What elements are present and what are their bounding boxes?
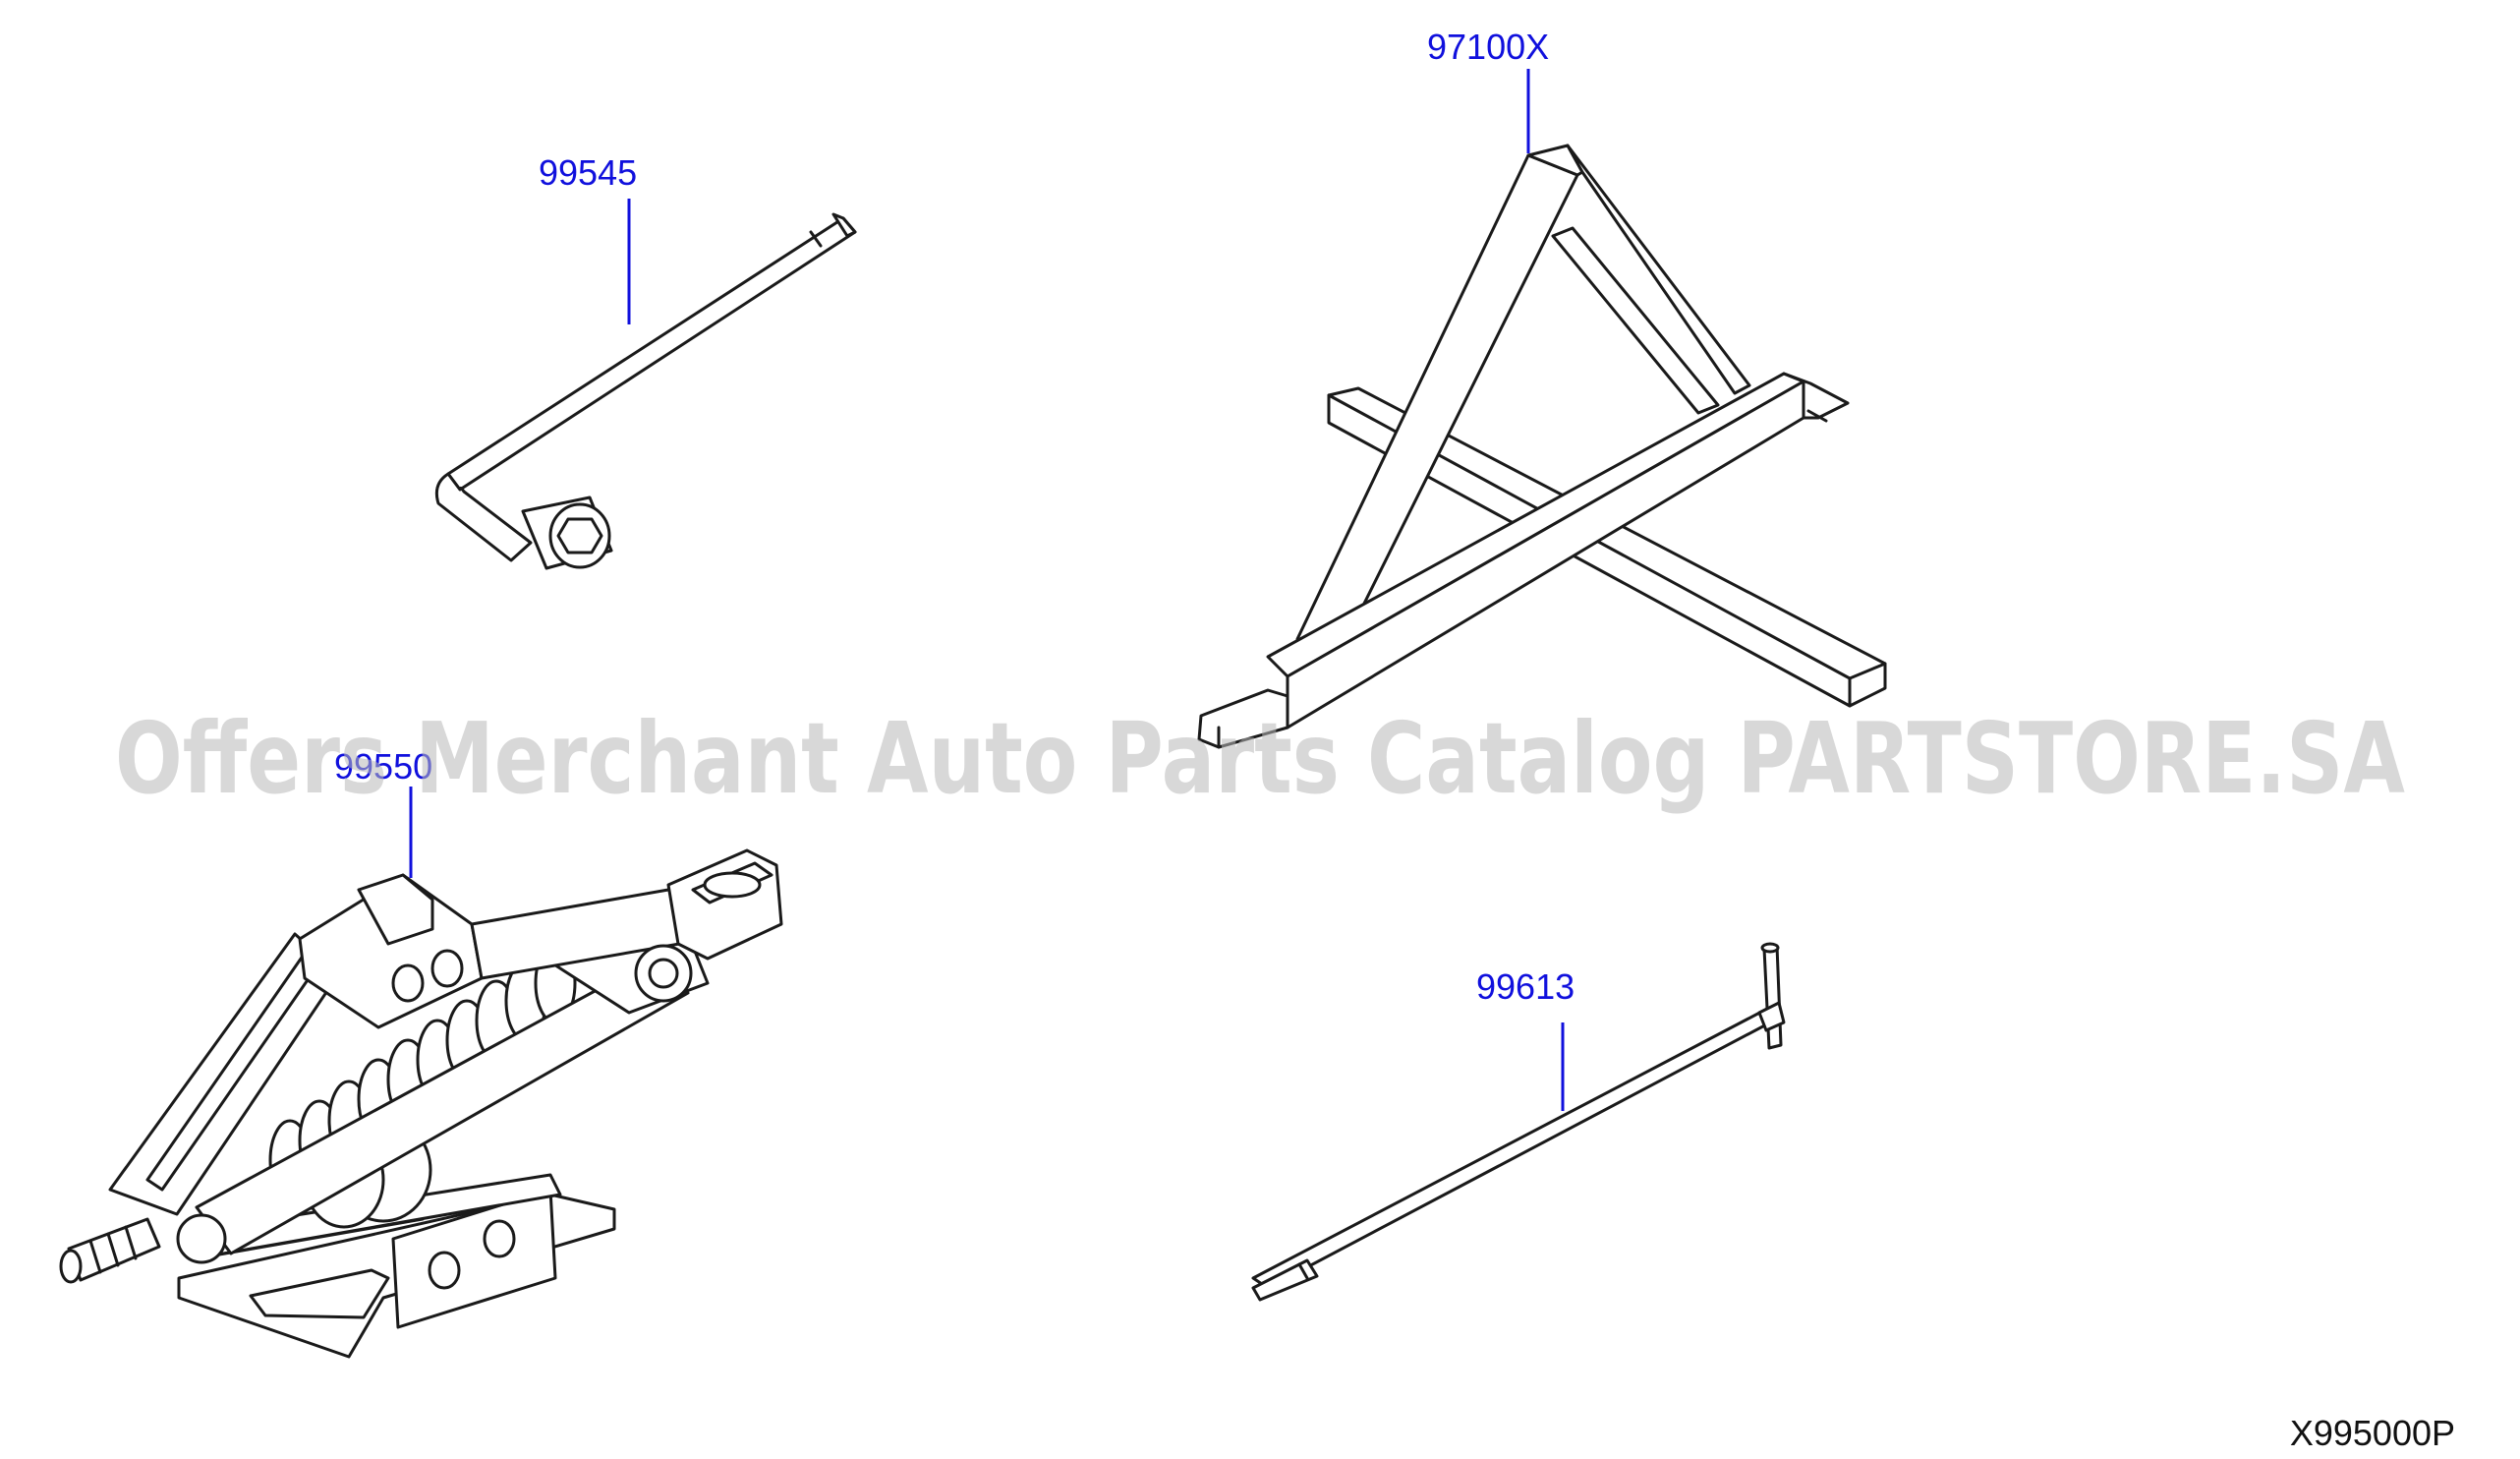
figure-code: X995000P — [2290, 1413, 2455, 1453]
jack-handle-callout[interactable]: 99613 — [1476, 966, 1575, 1111]
scissor-jack-drawing[interactable] — [59, 848, 783, 1359]
jack-stand-callout[interactable]: 97100X — [1427, 27, 1549, 153]
jack-stand-drawing[interactable] — [1197, 144, 1887, 749]
wheel-wrench-drawing[interactable] — [434, 212, 857, 570]
part-number-99550[interactable]: 99550 — [334, 746, 432, 787]
part-number-99545[interactable]: 99545 — [539, 152, 637, 193]
wheel-wrench-callout[interactable]: 99545 — [539, 152, 637, 324]
part-number-97100X[interactable]: 97100X — [1427, 27, 1549, 67]
part-number-99613[interactable]: 99613 — [1476, 966, 1575, 1007]
jack-handle-drawing[interactable] — [1251, 942, 1786, 1302]
scissor-jack-callout[interactable]: 99550 — [334, 746, 432, 878]
watermark-text: Offers Merchant Auto Parts Catalog PARTS… — [115, 701, 2405, 816]
